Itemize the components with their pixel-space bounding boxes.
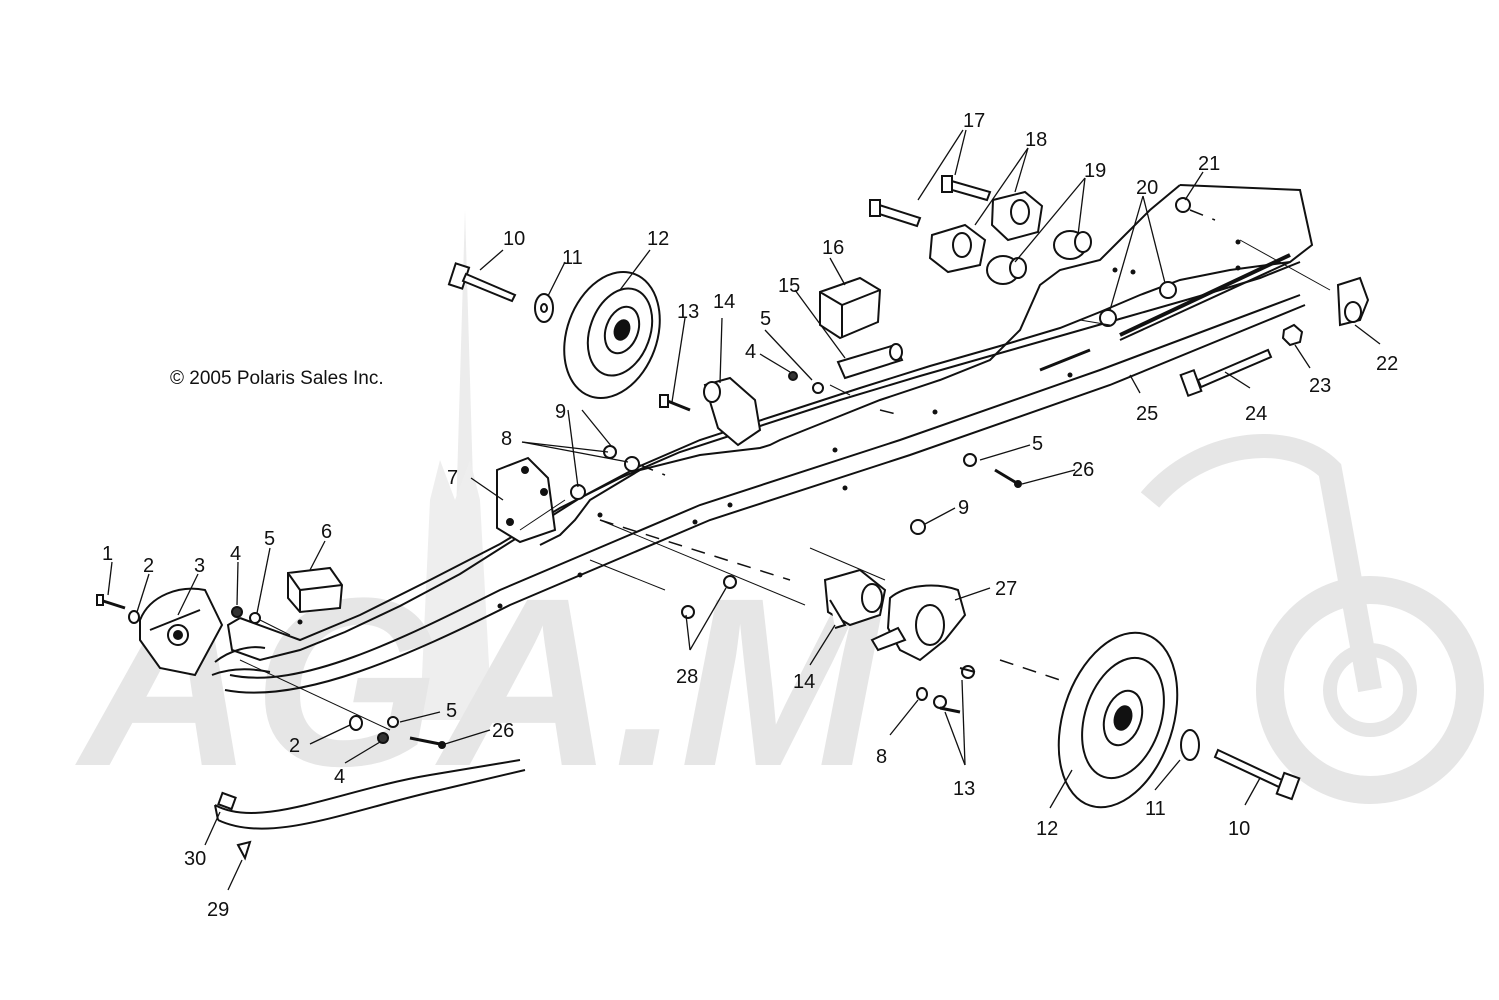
callout-26: 26	[1072, 459, 1094, 481]
callout-30: 30	[184, 848, 206, 870]
callout-27: 27	[995, 578, 1017, 600]
bracket-part-16	[819, 276, 882, 340]
callout-17: 17	[963, 110, 985, 132]
alignment-lines	[599, 209, 1216, 681]
callout-8-b: 8	[876, 746, 887, 768]
callout-4: 4	[230, 543, 241, 565]
clip-part-22	[1336, 276, 1370, 327]
callout-5-c: 5	[1032, 433, 1043, 455]
callout-20: 20	[1136, 177, 1158, 199]
watermark: AGA.M	[75, 210, 1484, 816]
callout-10: 10	[503, 228, 525, 250]
callout-11-b: 11	[1145, 798, 1166, 820]
watermark-text: AGA.M	[75, 548, 885, 816]
callout-16: 16	[822, 237, 844, 259]
block-part-6	[287, 566, 344, 614]
callout-5-b: 5	[760, 308, 771, 330]
nut-part-23	[1281, 323, 1304, 347]
callout-11: 11	[562, 247, 583, 269]
bracket-plate-part-7	[496, 456, 557, 544]
callout-13: 13	[677, 301, 699, 323]
callout-10-b: 10	[1228, 818, 1250, 840]
callout-2-b: 2	[289, 735, 300, 757]
spacer-part-15	[836, 343, 904, 380]
callout-9: 9	[555, 401, 566, 423]
front-cap-part-3	[139, 587, 224, 677]
callout-14: 14	[713, 291, 735, 313]
idler-wheel-part-12-lower	[1057, 631, 1179, 809]
axle-bolt-part-10-upper	[447, 262, 517, 303]
copyright-notice: © 2005 Polaris Sales Inc.	[170, 368, 384, 389]
callout-labels: 1 2 3 4 5 6 7 8 9 10 11 12 13 14 5 4 15 …	[102, 110, 1398, 921]
callout-14-b: 14	[793, 671, 815, 693]
callout-12: 12	[647, 228, 669, 250]
cam-part-27	[870, 584, 967, 662]
leader-lines	[107, 129, 1381, 891]
callout-5: 5	[264, 528, 275, 550]
callout-2: 2	[143, 555, 154, 577]
callout-15: 15	[778, 275, 800, 297]
callout-21: 21	[1198, 153, 1220, 175]
callout-26-b: 26	[492, 720, 514, 742]
bushing-part-19	[986, 230, 1092, 285]
rail-assembly	[211, 184, 1314, 830]
callout-6: 6	[321, 521, 332, 543]
callout-19: 19	[1084, 160, 1106, 182]
axle-bolt-part-10-lower	[1213, 748, 1301, 801]
callout-22: 22	[1376, 353, 1398, 375]
nuts-part-20	[1099, 281, 1177, 327]
bolt-part-24	[1179, 348, 1273, 398]
callout-9-b: 9	[958, 497, 969, 519]
callout-12-b: 12	[1036, 818, 1058, 840]
callout-4-c: 4	[334, 766, 345, 788]
callout-8: 8	[501, 428, 512, 450]
wheel-arm-part-14-upper	[703, 376, 762, 447]
bolts-part-17	[869, 175, 992, 228]
callout-3: 3	[194, 555, 205, 577]
callout-25: 25	[1136, 403, 1158, 425]
callout-18: 18	[1025, 129, 1047, 151]
callout-4-b: 4	[745, 341, 756, 363]
wheel-arm-part-14-lower	[823, 568, 887, 629]
bushing-part-18	[928, 190, 1044, 274]
idler-wheel-part-12-upper	[563, 271, 661, 399]
callout-29: 29	[207, 899, 229, 921]
solid-guide-lines	[239, 239, 1331, 731]
callout-28: 28	[676, 666, 698, 688]
callout-1: 1	[102, 543, 113, 565]
washer-part-11-lower	[1180, 729, 1200, 761]
callout-5-d: 5	[446, 700, 457, 722]
washer-part-11-upper	[534, 293, 554, 323]
small-hardware	[96, 371, 1022, 861]
callout-24: 24	[1245, 403, 1267, 425]
callout-7: 7	[447, 467, 458, 489]
callout-13-b: 13	[953, 778, 975, 800]
nut-part-21	[1175, 197, 1191, 213]
callout-23: 23	[1309, 375, 1331, 397]
